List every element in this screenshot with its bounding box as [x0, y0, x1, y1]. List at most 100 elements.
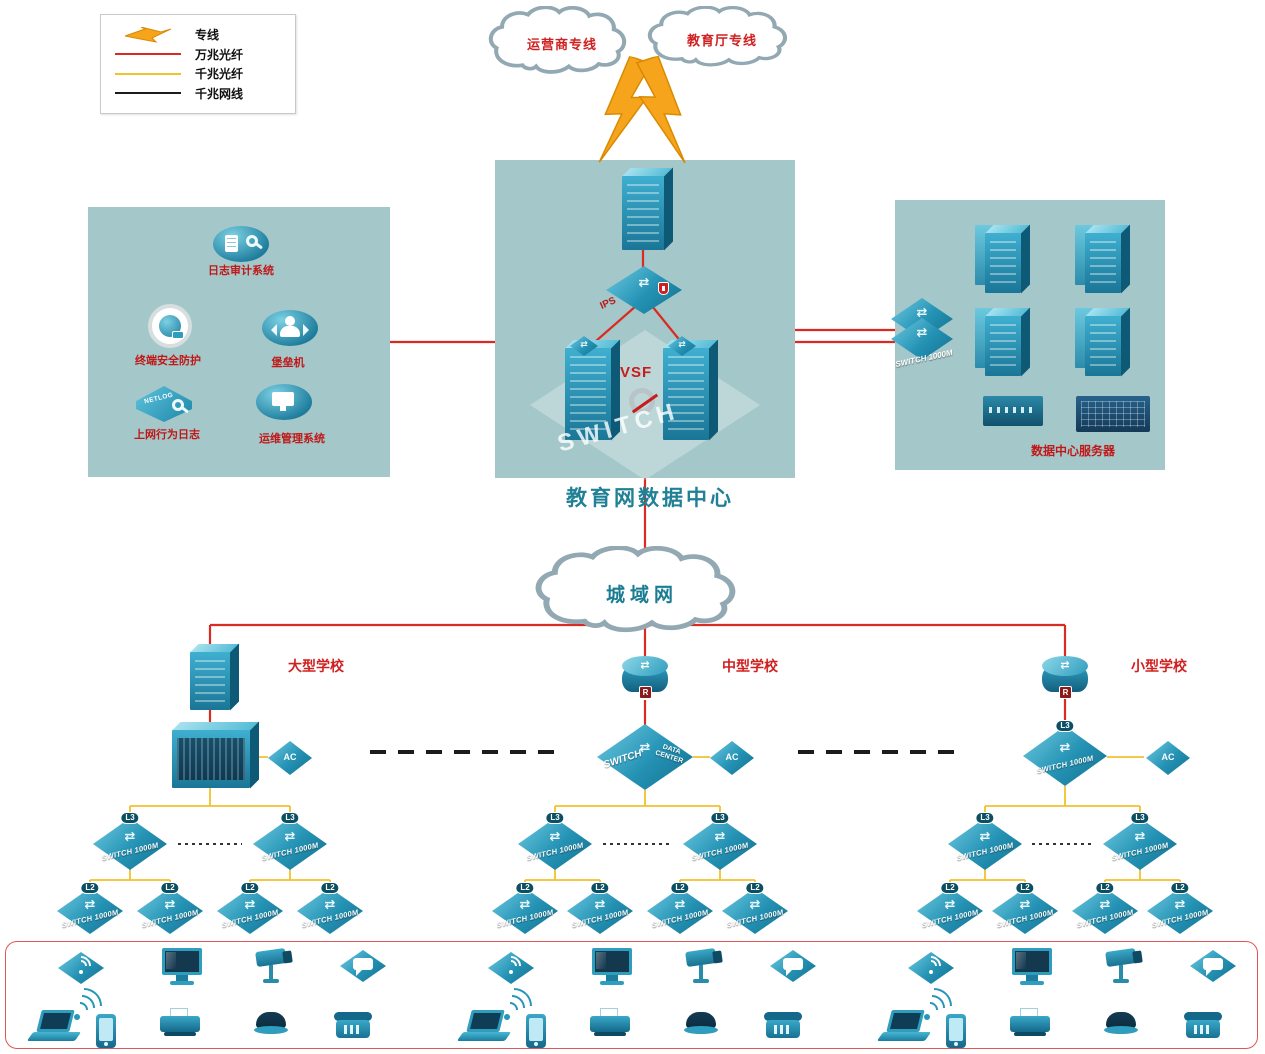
switch-arrows-icon: ⇄	[916, 325, 928, 341]
ops-management-icon	[256, 384, 312, 420]
l2-switch-icon: ⇄ L2 SWITCH 1000M	[137, 882, 203, 934]
l2-switch-icon: ⇄ L2 SWITCH 1000M	[567, 882, 633, 934]
switch-arrows-icon: ⇄	[916, 305, 928, 321]
rack-server-icon	[975, 224, 1031, 294]
switch-arrows-icon: ⇄	[549, 829, 561, 845]
chat-device-icon	[770, 950, 816, 982]
l3-switch-icon: ⇄ L3 SWITCH 1000M	[683, 812, 757, 870]
uplink-module-icon: ⇄	[668, 336, 696, 356]
l2-badge: L2	[515, 882, 535, 894]
datacenter-switch-icon: ⇄	[891, 318, 953, 360]
wifi-signal-icon	[908, 980, 966, 1032]
switch-arrows-icon: ⇄	[639, 740, 651, 756]
chat-device-icon	[340, 950, 386, 982]
smartphone-icon	[96, 1014, 116, 1048]
l2-switch-icon: ⇄ L2 SWITCH 1000M	[57, 882, 123, 934]
vsf-switch-server-icon	[564, 339, 621, 441]
l3-badge: L3	[1055, 720, 1075, 732]
dome-camera-icon	[684, 1012, 718, 1038]
security-shield-icon	[658, 282, 669, 295]
wifi-signal-icon	[488, 980, 546, 1032]
l2-switch-icon: ⇄ L2 SWITCH 1000M	[1072, 882, 1138, 934]
l2-switch-icon: ⇄ L2 SWITCH 1000M	[217, 882, 283, 934]
l3-switch-icon: ⇄ L3 SWITCH 1000M	[518, 812, 592, 870]
printer-icon	[160, 1008, 200, 1038]
switch-arrows-icon: ⇄	[594, 897, 606, 913]
l2-switch-icon: ⇄ L2 SWITCH 1000M	[647, 882, 713, 934]
l3-switch-icon: ⇄ L3 SWITCH 1000M	[253, 812, 327, 870]
wifi-signal-icon	[58, 980, 116, 1032]
core-gateway-server-icon	[621, 167, 674, 251]
edu-cloud: 教育厅专线	[646, 6, 798, 72]
printer-icon	[1010, 1008, 1050, 1038]
l2-badge: L2	[590, 882, 610, 894]
switch-arrows-icon: ⇄	[678, 340, 686, 350]
legend-label: 万兆光纤	[195, 47, 244, 62]
black-line-sample	[113, 92, 183, 95]
cloud-shape-icon	[488, 6, 627, 74]
vsf-switch-server-icon	[662, 339, 719, 441]
telephone-icon	[332, 1012, 374, 1040]
router-arrows-icon: ⇄	[1060, 658, 1070, 672]
l2-switch-icon: ⇄ L2 SWITCH 1000M	[1147, 882, 1213, 934]
netlog-icon: NETLOG	[136, 386, 192, 422]
router-arrows-icon: ⇄	[640, 658, 650, 672]
l2-badge: L2	[1170, 882, 1190, 894]
switch-arrows-icon: ⇄	[519, 897, 531, 913]
wireless-ap-icon	[488, 951, 534, 984]
switch-arrows-icon: ⇄	[244, 897, 256, 913]
ac-label: AC	[1161, 751, 1175, 762]
telephone-icon	[1182, 1012, 1224, 1040]
cloud-shape-icon	[535, 546, 736, 633]
legend-row-1g-fiber: 千兆光纤	[113, 64, 283, 84]
bastion-host-icon	[262, 310, 318, 346]
l2-badge: L2	[320, 882, 340, 894]
switch-arrows-icon: ⇄	[1099, 897, 1111, 913]
l3-badge: L3	[545, 812, 565, 824]
desktop-monitor-icon	[592, 948, 632, 986]
core-switch-icon: ⇄ SWITCH DATA CENTER	[597, 724, 693, 790]
ptz-camera-icon	[254, 946, 294, 986]
l3-switch-icon: ⇄ L3 SWITCH 1000M	[1103, 812, 1177, 870]
l3-badge: L3	[280, 812, 300, 824]
left-arrow-icon	[265, 324, 277, 336]
smartphone-icon	[526, 1014, 546, 1048]
rack-server-icon	[1075, 224, 1131, 294]
blade-chassis-icon	[1076, 396, 1150, 432]
l3-badge: L3	[710, 812, 730, 824]
telephone-icon	[762, 1012, 804, 1040]
switch-arrows-icon: ⇄	[714, 829, 726, 845]
switch-arrows-icon: ⇄	[1059, 740, 1071, 756]
switch-arrows-icon: ⇄	[284, 829, 296, 845]
cloud-shape-icon	[647, 6, 787, 67]
terminal-protect-icon	[148, 304, 192, 348]
lightning-icon	[113, 26, 183, 43]
l2-switch-icon: ⇄ L2 SWITCH 1000M	[722, 882, 788, 934]
laptop-icon	[26, 1010, 82, 1044]
switch-arrows-icon: ⇄	[324, 897, 336, 913]
chat-device-icon	[1190, 950, 1236, 982]
ac-label: AC	[283, 751, 297, 762]
legend-row-1g-copper: 千兆网线	[113, 84, 283, 104]
l2-badge: L2	[1015, 882, 1035, 894]
switch-arrows-icon: ⇄	[638, 275, 650, 291]
switch-arrows-icon: ⇄	[979, 829, 991, 845]
legend-row-dedicated: 专线	[113, 25, 283, 45]
dome-camera-icon	[1104, 1012, 1138, 1038]
legend-row-10g: 万兆光纤	[113, 45, 283, 65]
l2-switch-icon: ⇄ L2 SWITCH 1000M	[297, 882, 363, 934]
carrier-cloud-label: 运营商专线	[526, 36, 597, 52]
ips-device-icon: ⇄	[606, 266, 682, 314]
carrier-cloud: 运营商专线	[487, 6, 637, 80]
large-school-label: 大型学校	[288, 658, 344, 674]
l3-badge: L3	[975, 812, 995, 824]
switch-arrows-icon: ⇄	[1019, 897, 1031, 913]
laptop-icon	[456, 1010, 512, 1044]
l3-badge: L3	[120, 812, 140, 824]
dome-camera-icon	[254, 1012, 288, 1038]
vsf-link-ring-icon	[629, 388, 655, 414]
man-cloud: 城域网	[533, 546, 751, 640]
rack-server-icon	[1075, 307, 1131, 377]
security-item-label: 堡垒机	[271, 357, 305, 369]
